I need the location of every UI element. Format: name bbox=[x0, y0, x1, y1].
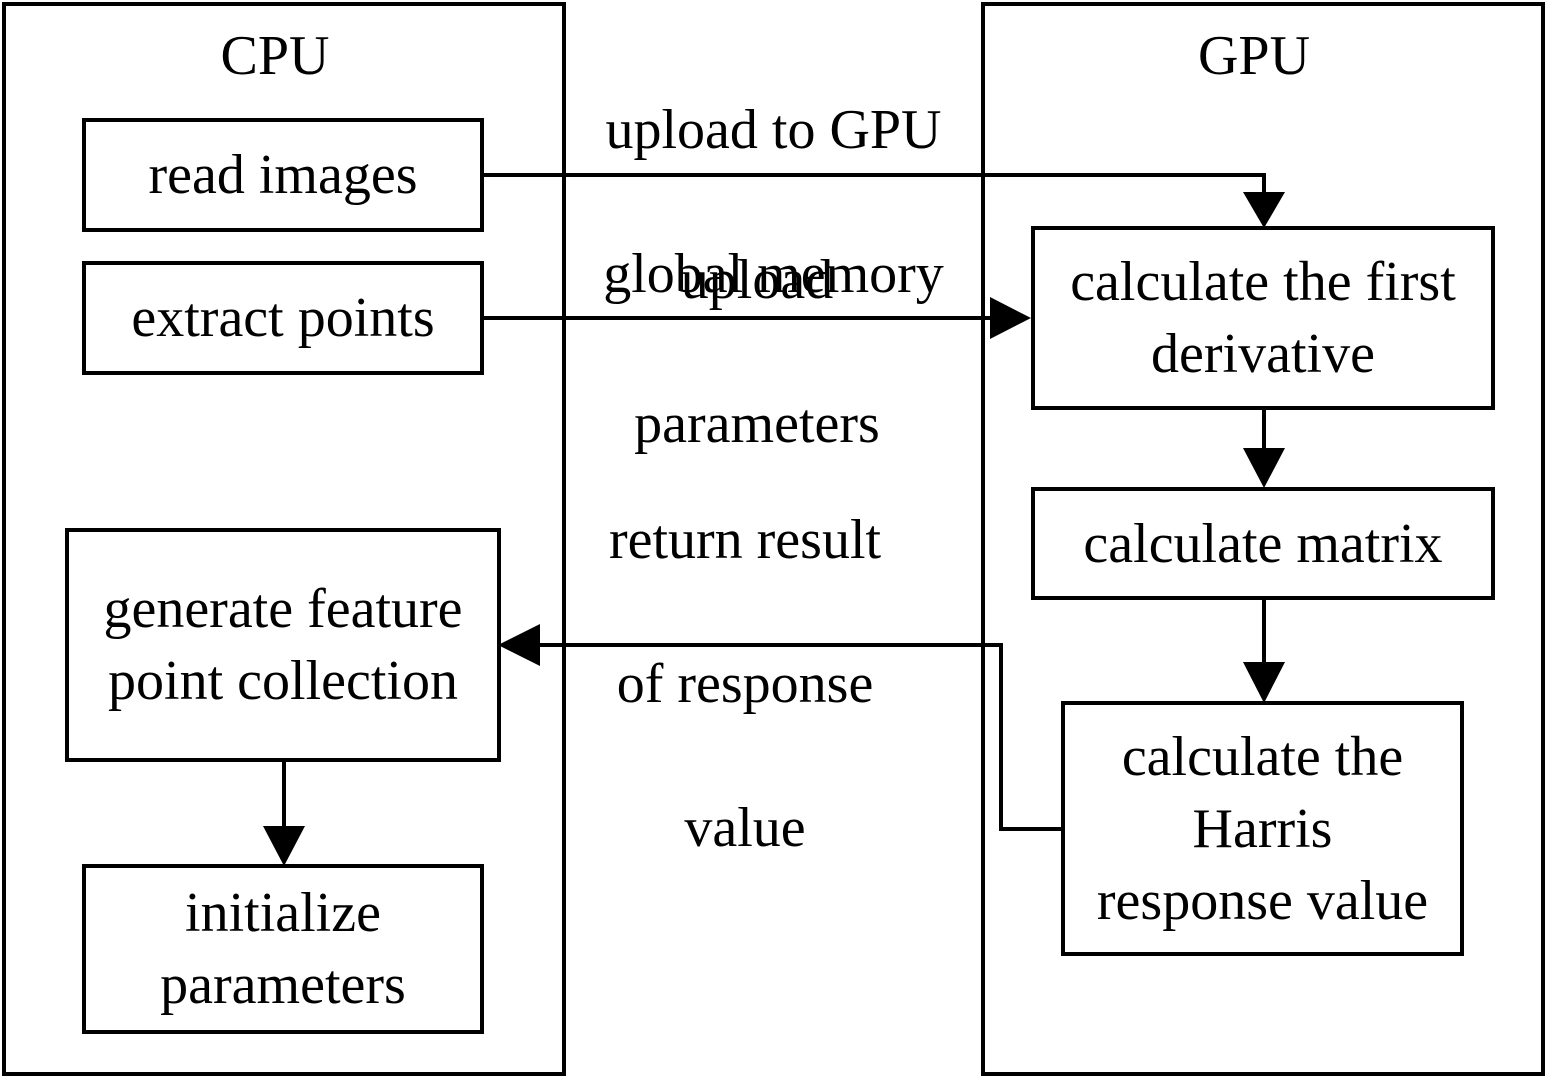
upload-params-line-2: parameters bbox=[634, 393, 880, 455]
upload-memory-line-1: upload to GPU bbox=[605, 99, 942, 161]
calculate-matrix-box: calculate matrix bbox=[1031, 487, 1495, 600]
upload-memory-label: upload to GPU global memory bbox=[566, 22, 981, 382]
return-line-1: return result bbox=[608, 509, 882, 571]
return-line-2: of response bbox=[616, 653, 874, 715]
extract-points-box: extract points bbox=[82, 261, 484, 375]
gpu-panel bbox=[981, 2, 1545, 1076]
harris-response-box: calculate the Harris response value bbox=[1061, 701, 1464, 956]
arrowhead-return bbox=[498, 624, 540, 666]
generate-line-2: point collection bbox=[108, 650, 458, 712]
arrowhead-extract bbox=[990, 297, 1031, 339]
derivative-line-2: derivative bbox=[1151, 323, 1375, 385]
gpu-title: GPU bbox=[1197, 25, 1311, 87]
first-derivative-box: calculate the first derivative bbox=[1031, 226, 1495, 410]
return-result-label: return result of response value bbox=[545, 432, 945, 936]
initialize-line-2: parameters bbox=[160, 954, 406, 1016]
harris-line-3: response value bbox=[1096, 869, 1429, 932]
arrowhead-generate bbox=[263, 826, 305, 866]
derivative-line-1: calculate the first bbox=[1070, 251, 1456, 313]
harris-line-1: calculate the bbox=[1121, 725, 1404, 788]
generate-line-1: generate feature bbox=[103, 578, 463, 640]
upload-parameters-label: upload parameters bbox=[552, 172, 962, 532]
cpu-panel bbox=[2, 2, 566, 1076]
upload-params-line-1: upload bbox=[680, 249, 834, 311]
arrowhead-matrix bbox=[1243, 662, 1285, 703]
arrow-read-to-derivative bbox=[484, 173, 1266, 200]
read-images-label: read images bbox=[148, 144, 418, 206]
initialize-line-1: initialize bbox=[185, 882, 381, 944]
cpu-title: CPU bbox=[220, 25, 330, 87]
generate-collection-box: generate feature point collection bbox=[65, 528, 501, 762]
read-images-box: read images bbox=[82, 118, 484, 232]
matrix-label: calculate matrix bbox=[1083, 512, 1443, 575]
return-line-3: value bbox=[684, 797, 806, 859]
arrowhead-derivative bbox=[1243, 448, 1285, 488]
arrow-harris-to-generate bbox=[530, 643, 1063, 831]
extract-points-label: extract points bbox=[131, 287, 435, 349]
initialize-parameters-box: initialize parameters bbox=[82, 864, 484, 1034]
harris-line-2: Harris bbox=[1192, 797, 1333, 860]
upload-memory-line-2: global memory bbox=[603, 243, 944, 305]
arrowhead-read bbox=[1243, 192, 1285, 228]
